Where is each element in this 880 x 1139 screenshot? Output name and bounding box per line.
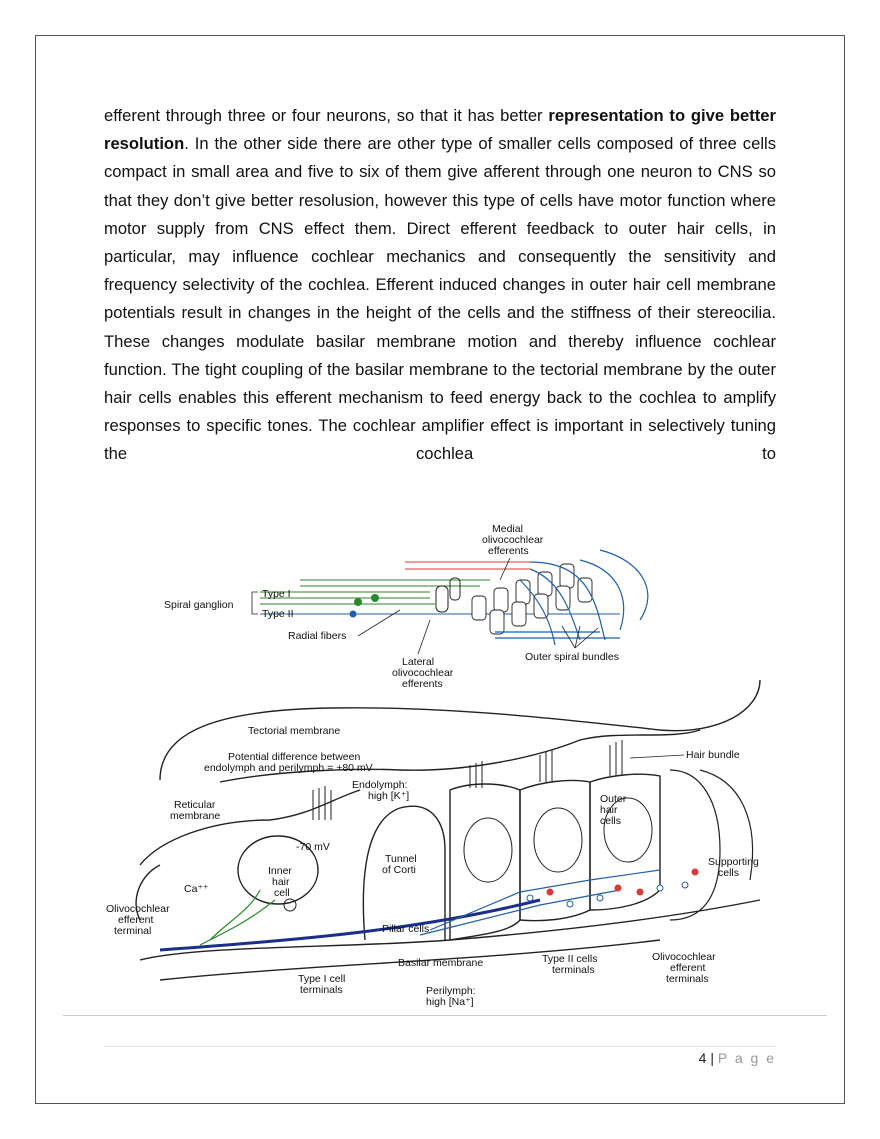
inner-hair-cell-shape xyxy=(237,835,319,905)
label-endolymph-k: high [K⁺] xyxy=(368,790,409,802)
label-hair-bundle: Hair bundle xyxy=(686,749,740,761)
label-olivo-terminal-2: efferent xyxy=(118,914,153,926)
label-outer-cells: cells xyxy=(600,815,621,827)
label-outer-spiral-bundles: Outer spiral bundles xyxy=(525,651,619,663)
label-type-ii-terminals-2: terminals xyxy=(552,964,595,976)
label-inner-hair: hair xyxy=(272,876,290,888)
label-of-corti: of Corti xyxy=(382,864,416,876)
tunnel-of-corti-shape xyxy=(362,805,446,941)
label-reticular-membrane: membrane xyxy=(170,810,220,822)
label-olivo-terminals-1: Olivocochlear xyxy=(652,951,716,963)
label-tectorial-membrane: Tectorial membrane xyxy=(248,725,340,737)
paragraph-text-start: efferent through three or four neurons, … xyxy=(104,106,549,125)
content-separator xyxy=(63,1015,827,1016)
label-tunnel: Tunnel xyxy=(385,853,417,865)
footer-separator: | xyxy=(710,1050,714,1066)
label-inner-cell: cell xyxy=(274,887,290,899)
tectorial-membrane-shape xyxy=(159,679,761,781)
basilar-membrane-shape xyxy=(139,899,761,961)
label-lateral: Lateral xyxy=(402,656,434,668)
label-supporting-cells: cells xyxy=(718,867,739,879)
label-potential-2: endolymph and perilymph = +80 mV xyxy=(204,762,373,774)
label-olivo-terminal-1: Olivocochlear xyxy=(106,903,170,915)
bottom-labels: Tectorial membrane Potential difference … xyxy=(106,725,759,1008)
label-lateral-efferents: efferents xyxy=(402,678,443,690)
page-number: 4 xyxy=(698,1050,707,1066)
nerve-fibers xyxy=(159,869,661,952)
cochlea-diagram-svg: Medial olivocochlear efferents Type I Sp… xyxy=(106,523,761,1008)
label-perilymph-na: high [Na⁺] xyxy=(426,996,474,1008)
footer-rule xyxy=(104,1046,776,1047)
cochlea-diagram: Medial olivocochlear efferents Type I Sp… xyxy=(100,520,790,1010)
paragraph-text-rest: . In the other side there are other type… xyxy=(104,134,776,464)
label-medial-olivo: olivocochlear xyxy=(482,534,544,546)
label-type-i: Type I xyxy=(262,588,291,600)
bottom-panel xyxy=(135,679,761,981)
label-type-i-terminals-2: terminals xyxy=(300,984,343,996)
top-outer-hair-cells xyxy=(471,563,593,635)
outer-spiral-bundles xyxy=(495,549,649,646)
label-70mv: -70 mV xyxy=(296,841,330,853)
label-type-i-terminals-1: Type I cell xyxy=(298,973,345,985)
label-spiral-ganglion: Spiral ganglion xyxy=(164,599,234,611)
bold-phrase: representation to give better resolution xyxy=(104,106,776,154)
label-outer: Outer xyxy=(600,793,627,805)
label-supporting: Supporting xyxy=(708,856,759,868)
label-type-ii-terminals-1: Type II cells xyxy=(542,953,597,965)
label-perilymph: Perilymph: xyxy=(426,985,476,997)
top-inner-hair-cell xyxy=(435,577,461,613)
label-radial-fibers: Radial fibers xyxy=(288,630,346,642)
label-outer-hair: hair xyxy=(600,804,618,816)
medial-efferent-fibers xyxy=(405,561,530,570)
label-lateral-olivo: olivocochlear xyxy=(392,667,454,679)
label-medial-efferents: efferents xyxy=(488,545,529,557)
label-basilar-membrane: Basilar membrane xyxy=(398,957,483,969)
efferent-terminals xyxy=(526,868,699,908)
label-pillar-cells: Pillar cells xyxy=(382,923,429,935)
label-potential-1: Potential difference between xyxy=(228,751,360,763)
label-inner: Inner xyxy=(268,865,292,877)
label-endolymph: Endolymph: xyxy=(352,779,407,791)
label-ca: Ca⁺⁺ xyxy=(184,883,209,895)
page-word: P a g e xyxy=(717,1050,776,1066)
page-footer: 4 | P a g e xyxy=(699,1050,776,1066)
body-paragraph: efferent through three or four neurons, … xyxy=(104,102,776,469)
page-frame xyxy=(35,35,845,1104)
label-olivo-terminals-2: efferent xyxy=(670,962,705,974)
label-olivo-terminals-3: terminals xyxy=(666,973,709,985)
top-panel: Medial olivocochlear efferents Type I Sp… xyxy=(164,523,649,690)
label-olivo-terminal-3: terminal xyxy=(114,925,151,937)
label-reticular: Reticular xyxy=(174,799,216,811)
label-medial: Medial xyxy=(492,523,523,535)
label-type-ii: Type II xyxy=(262,608,294,620)
